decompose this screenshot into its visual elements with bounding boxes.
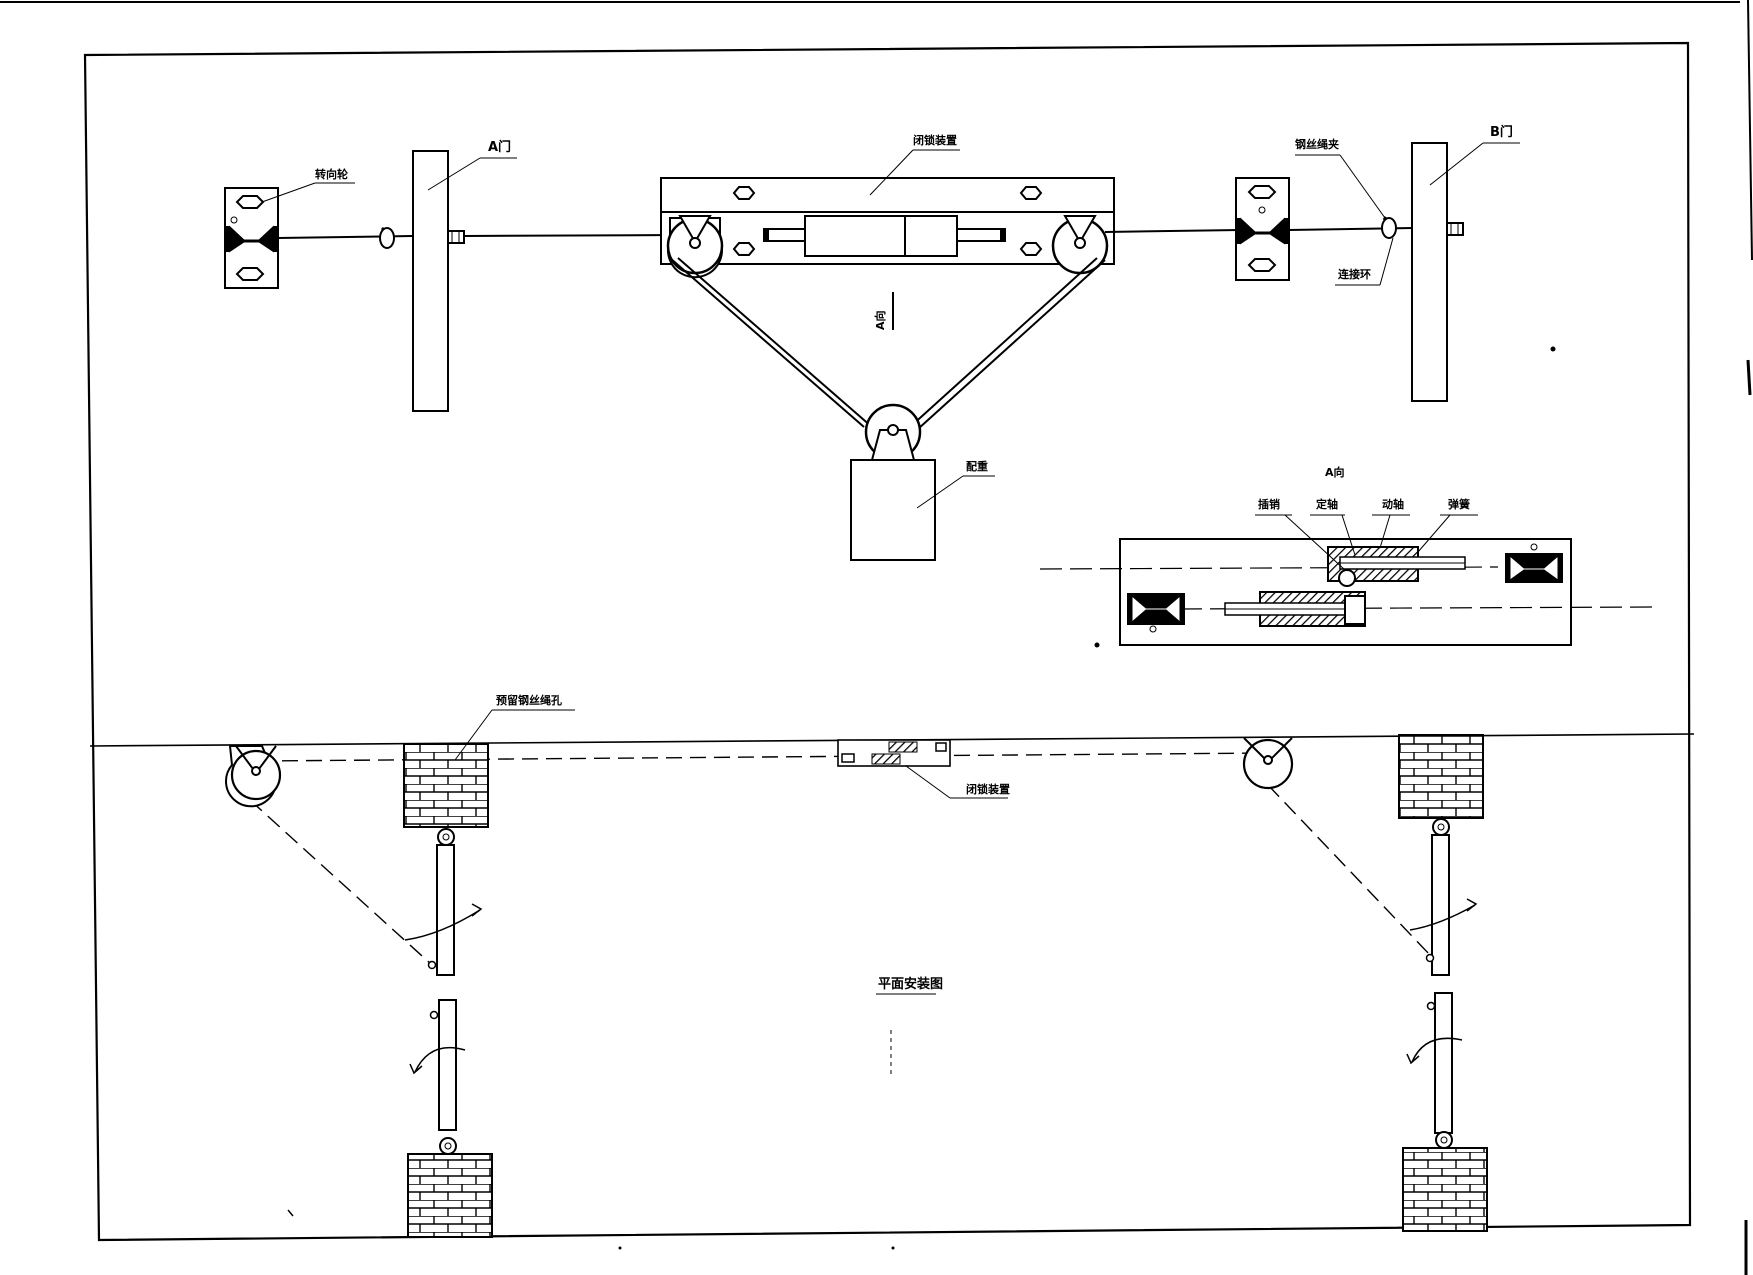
pulley-left (666, 215, 724, 279)
view-a-leaders (1255, 514, 1478, 571)
wire-rope-clip (1381, 216, 1397, 239)
wire-rope-a-to-lock (463, 234, 681, 237)
reserved-hole-leader (454, 709, 493, 761)
door-a-leaf-lower (429, 999, 457, 1155)
wire-rope-clip-leader (1339, 154, 1386, 219)
interlock-leader (869, 149, 914, 196)
wall-b-bottom (1402, 1147, 1488, 1232)
steering-wheel-label: 转向轮 (315, 167, 348, 181)
plan-pulley-left (225, 745, 282, 808)
plan-interlock-label: 闭锁装置 (966, 782, 1010, 796)
view-a-marker: A向 (873, 292, 894, 330)
door-a-swing-arrow-lower (414, 1046, 466, 1073)
door-b-label: B门 (1490, 124, 1513, 140)
steering-wheel-bracket-right (1235, 177, 1290, 281)
door-a-leader (427, 157, 481, 191)
wire-rope-clip-label: 钢丝绳夹 (1295, 137, 1339, 151)
plan-pulley-right (1242, 737, 1294, 790)
steering-wheel-leader (261, 182, 316, 203)
connecting-ring-leader (1379, 237, 1394, 286)
door-b-swing-arrow-lower (1411, 1037, 1463, 1063)
door-b-leaf-lower (1426, 992, 1453, 1149)
door-b-leaf-upper (1425, 818, 1450, 976)
reserved-hole-label: 预留钢丝绳孔 (496, 693, 562, 707)
plan-interlock-device (837, 739, 951, 767)
door-a (412, 150, 449, 412)
door-a-leaf-upper (427, 828, 455, 976)
door-b-bolt (1446, 222, 1464, 236)
interlock-label: 闭锁装置 (913, 133, 957, 147)
connecting-ring-left (379, 226, 395, 249)
svg-text:A向: A向 (873, 310, 887, 330)
counterweight-block (850, 459, 936, 561)
moving-shaft-label: 动轴 (1382, 497, 1404, 511)
door-a-label: A门 (488, 139, 511, 155)
view-a-detail (1039, 538, 1656, 646)
counterweight-pulley (864, 403, 922, 461)
wire-rope-lock-to-b (1104, 229, 1241, 233)
door-a-bolt (447, 230, 465, 244)
plan-rope-right (1267, 784, 1431, 956)
door-a-swing-arrow-upper (404, 909, 481, 941)
steering-wheel-bracket (224, 187, 279, 289)
pulley-right (1051, 215, 1109, 275)
wall-b-top (1398, 734, 1484, 819)
plan-interlock-leader (905, 765, 951, 799)
door-b-swing-arrow-upper (1409, 904, 1476, 931)
wall-a-top (403, 743, 489, 828)
pin-label: 插销 (1258, 497, 1280, 511)
interlock-device (660, 177, 1115, 265)
plan-rope-left (249, 799, 433, 966)
counterweight-rope (669, 257, 1106, 430)
counterweight-leader (916, 475, 964, 509)
fixed-shaft-label: 定轴 (1316, 497, 1338, 511)
door-b-leader (1429, 142, 1484, 186)
connecting-ring-label: 连接环 (1338, 267, 1371, 281)
plan-title: 平面安装图 (878, 976, 943, 992)
wall-a-bottom (407, 1153, 493, 1238)
door-b (1411, 142, 1448, 402)
view-a-title: A向 (1325, 465, 1345, 479)
counterweight-label: 配重 (966, 459, 988, 473)
spring-label: 弹簧 (1448, 497, 1470, 511)
